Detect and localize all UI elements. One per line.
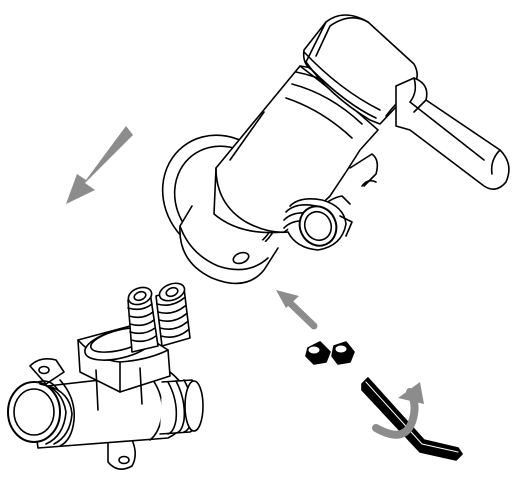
threaded-outlet [283,198,353,251]
lever-handle [395,77,510,190]
wall-connector [7,325,204,470]
curved-rotate-arrow-icon [372,382,424,439]
twin-threaded-inlets [127,282,191,353]
valve-lower-cylinder [179,205,279,285]
allen-key [361,377,463,461]
arrow-down-left-icon [66,126,133,204]
grub-screws [305,341,355,365]
arrow-up-left-icon [276,290,318,330]
